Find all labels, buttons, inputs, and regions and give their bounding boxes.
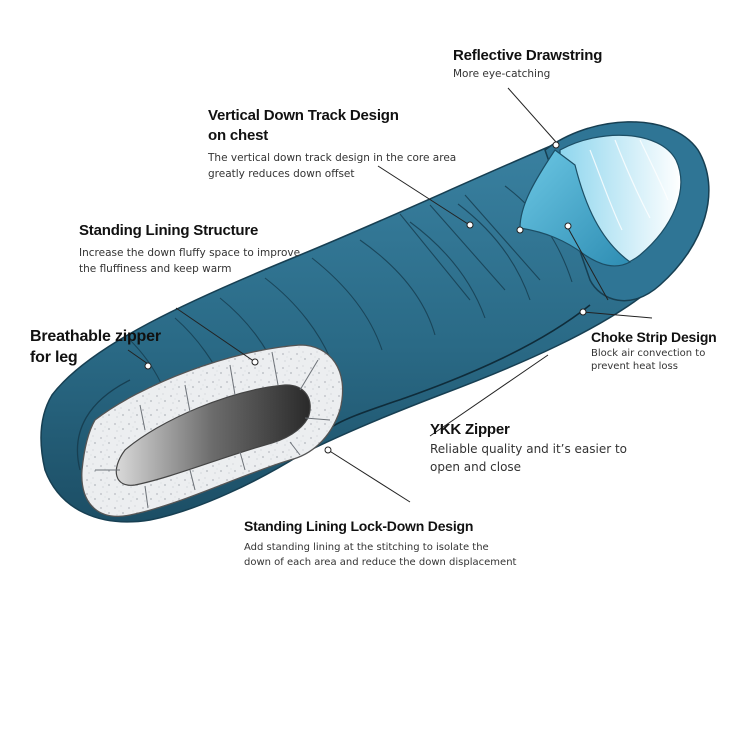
callout-reflective-drawstring: Reflective Drawstring More eye-catching xyxy=(453,47,602,82)
callout-title: Reflective Drawstring xyxy=(453,47,602,64)
callout-desc-line-2: prevent heat loss xyxy=(591,360,717,373)
callout-desc-line-1: Increase the down fluffy space to improv… xyxy=(79,245,300,261)
callout-desc-line-2: greatly reduces down offset xyxy=(208,166,456,182)
callout-title-line-2: on chest xyxy=(208,126,456,146)
callout-title-line-2: for leg xyxy=(30,347,161,368)
callout-desc-line-2: open and close xyxy=(430,458,627,476)
callout-desc-line-1: Block air convection to xyxy=(591,347,717,360)
callout-standing-lining-structure: Standing Lining Structure Increase the d… xyxy=(79,222,300,277)
callout-desc: More eye-catching xyxy=(453,66,602,82)
callout-title: Standing Lining Lock-Down Design xyxy=(244,518,516,534)
callout-desc-line-2: the fluffiness and keep warm xyxy=(79,261,300,277)
callout-ykk-zipper: YKK Zipper Reliable quality and it’s eas… xyxy=(430,421,627,476)
callout-vertical-down-track: Vertical Down Track Design on chest The … xyxy=(208,106,456,182)
callout-title-line-1: Vertical Down Track Design xyxy=(208,106,456,126)
callout-lock-down: Standing Lining Lock-Down Design Add sta… xyxy=(244,518,516,570)
callout-choke-strip: Choke Strip Design Block air convection … xyxy=(591,329,717,373)
callout-desc-line-1: Add standing lining at the stitching to … xyxy=(244,540,516,555)
callout-desc-line-1: Reliable quality and it’s easier to xyxy=(430,440,627,458)
callout-desc-line-2: down of each area and reduce the down di… xyxy=(244,555,516,570)
callout-desc-line-1: The vertical down track design in the co… xyxy=(208,150,456,166)
callout-title: Standing Lining Structure xyxy=(79,222,300,239)
callout-title: YKK Zipper xyxy=(430,421,627,438)
callout-breathable-zipper: Breathable zipper for leg xyxy=(30,326,161,368)
callout-title: Choke Strip Design xyxy=(591,329,717,345)
callout-title-line-1: Breathable zipper xyxy=(30,326,161,347)
